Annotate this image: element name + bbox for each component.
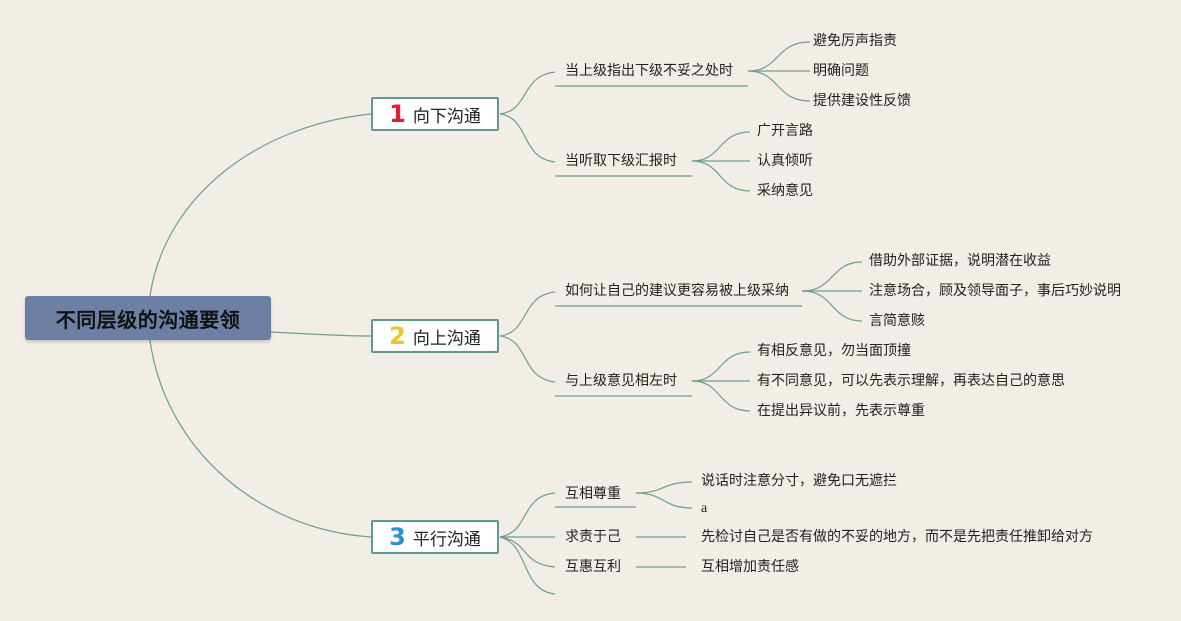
topic-when-superior-points-out[interactable]: 当上级指出下级不妥之处时 bbox=[565, 63, 733, 79]
connector-root-branch1 bbox=[149, 113, 372, 297]
topic-disagree-with-superior[interactable]: 与上级意见相左时 bbox=[565, 373, 677, 389]
connector-b3-t3 bbox=[499, 536, 556, 568]
connector-b1-t2 bbox=[499, 113, 556, 163]
item-constructive-feedback[interactable]: 提供建设性反馈 bbox=[813, 93, 911, 109]
item-a[interactable]: a bbox=[701, 501, 708, 516]
branch-downward-communication[interactable]: 1 向下沟通 bbox=[371, 97, 499, 131]
topic-mutual-benefit[interactable]: 互惠互利 bbox=[565, 559, 621, 575]
branch-label: 向下沟通 bbox=[412, 106, 481, 127]
connector-b2-t1 bbox=[499, 291, 556, 337]
connector-root-branch3 bbox=[149, 339, 372, 538]
item-avoid-harsh-criticism[interactable]: 避免厉声指责 bbox=[813, 33, 897, 49]
root-topic[interactable]: 不同层级的沟通要领 bbox=[25, 296, 271, 340]
item-show-understanding[interactable]: 有不同意见，可以先表示理解，再表达自己的意思 bbox=[757, 373, 1065, 389]
item-increase-responsibility[interactable]: 互相增加责任感 bbox=[701, 559, 799, 575]
item-show-respect[interactable]: 在提出异议前，先表示尊重 bbox=[757, 403, 925, 419]
connector-b3-t1 bbox=[499, 492, 556, 538]
item-self-check-first[interactable]: 先检讨自己是否有做的不妥的地方，而不是先把责任推卸给对方 bbox=[701, 529, 1093, 545]
branch-label: 平行沟通 bbox=[412, 529, 481, 550]
topic-mutual-respect[interactable]: 互相尊重 bbox=[565, 486, 621, 502]
item-mind-occasion[interactable]: 注意场合，顾及领导面子，事后巧妙说明 bbox=[869, 283, 1121, 299]
topic-suggestion-adoption[interactable]: 如何让自己的建议更容易被上级采纳 bbox=[565, 283, 789, 299]
item-listen-carefully[interactable]: 认真倾听 bbox=[757, 153, 813, 169]
connector-root-branch2 bbox=[270, 331, 372, 337]
item-mind-words[interactable]: 说话时注意分寸，避免口无遮拦 bbox=[701, 473, 897, 489]
connector-b1-t1 bbox=[499, 71, 556, 115]
branch-upward-communication[interactable]: 2 向上沟通 bbox=[371, 319, 499, 353]
item-adopt-opinions[interactable]: 采纳意见 bbox=[757, 183, 813, 199]
connector-b3-extra bbox=[499, 536, 556, 595]
item-concise[interactable]: 言简意赅 bbox=[869, 313, 925, 329]
topic-when-listening-to-reports[interactable]: 当听取下级汇报时 bbox=[565, 153, 677, 169]
number-1-icon: 1 bbox=[389, 100, 406, 128]
topic-self-responsibility[interactable]: 求责于己 bbox=[565, 529, 621, 545]
number-3-icon: 3 bbox=[389, 523, 406, 551]
branch-label: 向上沟通 bbox=[412, 328, 481, 349]
connector-b2-t2 bbox=[499, 335, 556, 383]
item-external-evidence[interactable]: 借助外部证据，说明潜在收益 bbox=[869, 253, 1051, 269]
item-clarify-problem[interactable]: 明确问题 bbox=[813, 63, 869, 79]
branch-lateral-communication[interactable]: 3 平行沟通 bbox=[371, 520, 499, 554]
item-no-confrontation[interactable]: 有相反意见，勿当面顶撞 bbox=[757, 343, 911, 359]
root-topic-label: 不同层级的沟通要领 bbox=[55, 307, 241, 332]
number-2-icon: 2 bbox=[389, 322, 406, 350]
item-open-channels[interactable]: 广开言路 bbox=[757, 123, 813, 139]
